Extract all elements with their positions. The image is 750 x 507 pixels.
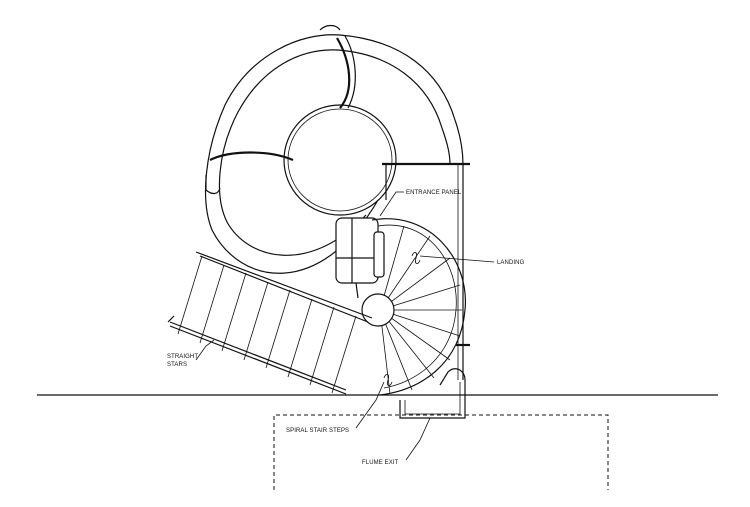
label-landing: LANDING — [497, 260, 525, 266]
flume-exit — [399, 368, 466, 419]
tower-column — [382, 162, 470, 380]
leader-entrance-panel — [379, 191, 404, 217]
leader-straight-stairs — [195, 339, 215, 361]
spiral-stair — [361, 218, 466, 396]
label-straight-stairs-2: STARS — [167, 362, 187, 368]
label-straight-stairs-1: STRAIGHT — [167, 354, 198, 360]
leader-spiral-steps — [355, 381, 385, 429]
entrance-panel — [335, 217, 385, 299]
straight-stairs — [167, 251, 373, 395]
pool-outline — [273, 414, 609, 490]
leader-flume-exit — [405, 417, 431, 461]
slide-loop — [204, 24, 464, 274]
label-spiral-stair-steps: SPIRAL STAIR STEPS — [286, 428, 349, 434]
label-flume-exit: FLUME EXIT — [362, 460, 399, 466]
leader-landing — [419, 255, 495, 263]
label-entrance-panel: ENTRANCE PANEL — [406, 190, 462, 196]
